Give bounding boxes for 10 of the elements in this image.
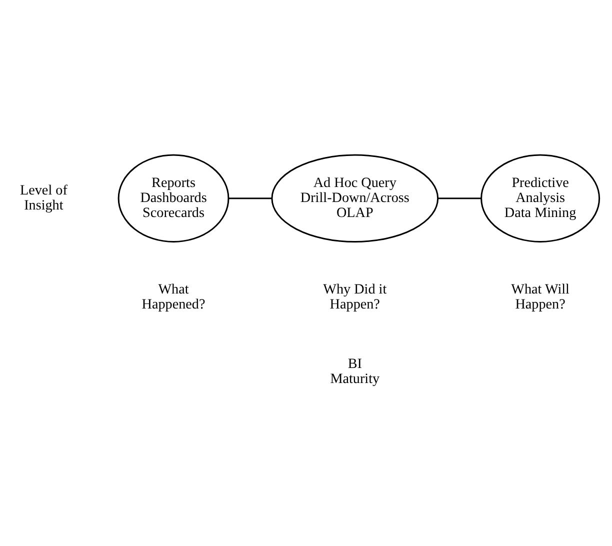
connector xyxy=(228,198,272,200)
node-ellipse: Reports Dashboards Scorecards xyxy=(118,154,230,242)
connector xyxy=(438,198,481,200)
node-ellipse: Ad Hoc Query Drill-Down/Across OLAP xyxy=(271,154,439,242)
label: Why Did it Happen? xyxy=(323,281,387,312)
label: What Will Happen? xyxy=(511,281,570,312)
node-ellipse: Predictive Analysis Data Mining xyxy=(480,154,600,242)
label: What Happened? xyxy=(142,281,206,312)
label: Level of Insight xyxy=(20,182,68,214)
label: BI Maturity xyxy=(330,356,380,388)
